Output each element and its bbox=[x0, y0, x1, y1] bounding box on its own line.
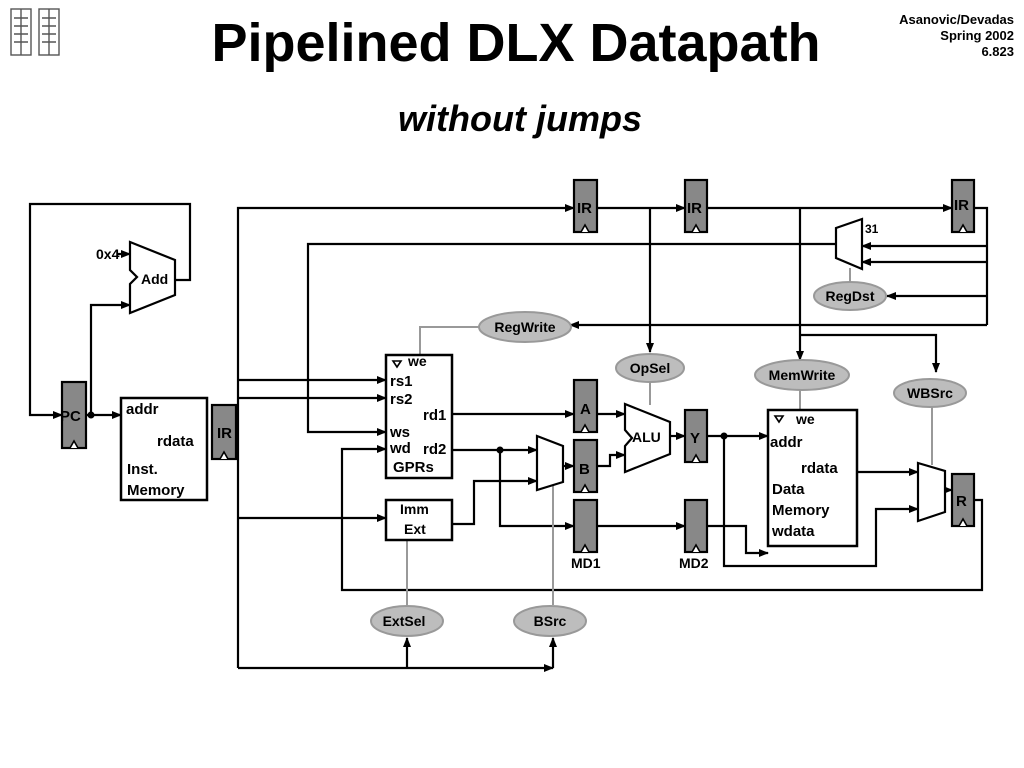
wire-junctions bbox=[87, 411, 728, 454]
regwrite-ellipse bbox=[478, 311, 572, 343]
wbsrc-ellipse bbox=[893, 378, 967, 408]
inst-memory-name-1: Inst. bbox=[127, 461, 158, 478]
b-label: B bbox=[579, 461, 590, 478]
wire-immext-to-bmux bbox=[452, 477, 538, 526]
extsel-label: ExtSel bbox=[383, 613, 426, 629]
wire-rd2-to-md1 bbox=[498, 450, 575, 530]
a-label: A bbox=[580, 401, 591, 418]
wbsrc-label: WBSrc bbox=[907, 385, 953, 401]
wire-y-to-rmux bbox=[722, 436, 919, 568]
clock-notches bbox=[69, 223, 968, 553]
r-label: R bbox=[956, 493, 967, 510]
credit-course: 6.823 bbox=[981, 44, 1014, 59]
md2-label: MD2 bbox=[679, 555, 709, 571]
wire-regdst-to-ws bbox=[306, 242, 836, 436]
imm-ext-line2: Ext bbox=[404, 521, 426, 537]
control-connectors bbox=[406, 268, 933, 605]
wire-b-to-alu bbox=[597, 451, 626, 468]
mem-we-marker-icon bbox=[773, 415, 785, 424]
data-memory-rdata: rdata bbox=[801, 460, 838, 477]
extsel-ellipse bbox=[370, 605, 444, 637]
md1-label: MD1 bbox=[571, 555, 601, 571]
credit-authors: Asanovic/Devadas bbox=[899, 12, 1014, 27]
regdst-const: 31 bbox=[865, 222, 879, 236]
wire-md2-to-wdata bbox=[707, 524, 769, 557]
wire-to-wbsrc bbox=[800, 333, 940, 373]
ir-fetch-label: IR bbox=[217, 425, 232, 442]
gpr-rs2: rs2 bbox=[390, 391, 413, 408]
gpr-wd: wd bbox=[389, 440, 411, 457]
y-label: Y bbox=[690, 430, 700, 447]
opsel-ellipse bbox=[615, 353, 685, 383]
regdst-ellipse bbox=[813, 281, 887, 311]
gpr-block bbox=[384, 353, 454, 480]
inst-memory-block bbox=[119, 396, 209, 502]
regdst-label: RegDst bbox=[825, 288, 874, 304]
inst-memory-rdata: rdata bbox=[157, 433, 194, 450]
data-memory-name-1: Data bbox=[772, 481, 805, 498]
memwrite-label: MemWrite bbox=[769, 367, 836, 383]
pc-register bbox=[60, 380, 88, 450]
data-memory-we: we bbox=[795, 411, 815, 427]
inst-memory-name-2: Memory bbox=[127, 482, 185, 499]
credit-term: Spring 2002 bbox=[940, 28, 1014, 43]
wbsrc-mux bbox=[916, 461, 947, 523]
data-memory-wdata: wdata bbox=[771, 523, 815, 540]
data-memory-name-2: Memory bbox=[772, 502, 830, 519]
institution-logo-icon bbox=[8, 6, 64, 65]
imm-ext-line1: Imm bbox=[400, 501, 429, 517]
gpr-ws: ws bbox=[389, 424, 410, 441]
bsrc-mux bbox=[535, 434, 565, 492]
course-credit: Asanovic/Devadas Spring 2002 6.823 bbox=[899, 12, 1014, 60]
md1-register bbox=[572, 498, 599, 554]
wire-adder-to-pc bbox=[28, 202, 192, 419]
page-title: Pipelined DLX Datapath bbox=[211, 13, 821, 73]
gpr-rd2: rd2 bbox=[423, 441, 446, 458]
ir-register-fetch bbox=[210, 403, 238, 461]
regdst-mux bbox=[834, 217, 864, 271]
gpr-we: we bbox=[407, 353, 427, 369]
data-memory-addr: addr bbox=[770, 434, 803, 451]
wire-r-writeback bbox=[340, 445, 984, 592]
ir-execute-label: IR bbox=[687, 200, 702, 217]
alu-label: ALU bbox=[632, 429, 661, 445]
pc-adder bbox=[128, 240, 177, 315]
gpr-rd1: rd1 bbox=[423, 407, 446, 424]
alu-unit bbox=[623, 402, 672, 474]
control-ellipses bbox=[370, 281, 967, 637]
regwrite-label: RegWrite bbox=[494, 319, 555, 335]
wire-ir4-feedback bbox=[974, 206, 989, 325]
inst-memory-addr: addr bbox=[126, 401, 159, 418]
pc-label: PC bbox=[60, 408, 81, 425]
gpr-rs1: rs1 bbox=[390, 373, 413, 390]
opsel-label: OpSel bbox=[630, 360, 670, 376]
pipeline-registers bbox=[60, 178, 976, 554]
adder-const: 0x4 bbox=[96, 246, 120, 262]
datapath-wires bbox=[28, 202, 989, 672]
imm-ext-block bbox=[384, 498, 454, 542]
ir-decode-label: IR bbox=[577, 200, 592, 217]
bsrc-label: BSrc bbox=[534, 613, 567, 629]
wire-ir-bus bbox=[236, 204, 575, 668]
page-subtitle: without jumps bbox=[398, 98, 642, 139]
bsrc-ellipse bbox=[513, 605, 587, 637]
wire-pc-to-adder bbox=[89, 301, 131, 415]
ir-memory-label: IR bbox=[954, 197, 969, 214]
adder-label: Add bbox=[141, 271, 168, 287]
gpr-name: GPRs bbox=[393, 459, 434, 476]
memwrite-ellipse bbox=[754, 359, 850, 391]
gpr-we-marker-icon bbox=[391, 360, 403, 369]
data-memory-block bbox=[766, 408, 859, 548]
